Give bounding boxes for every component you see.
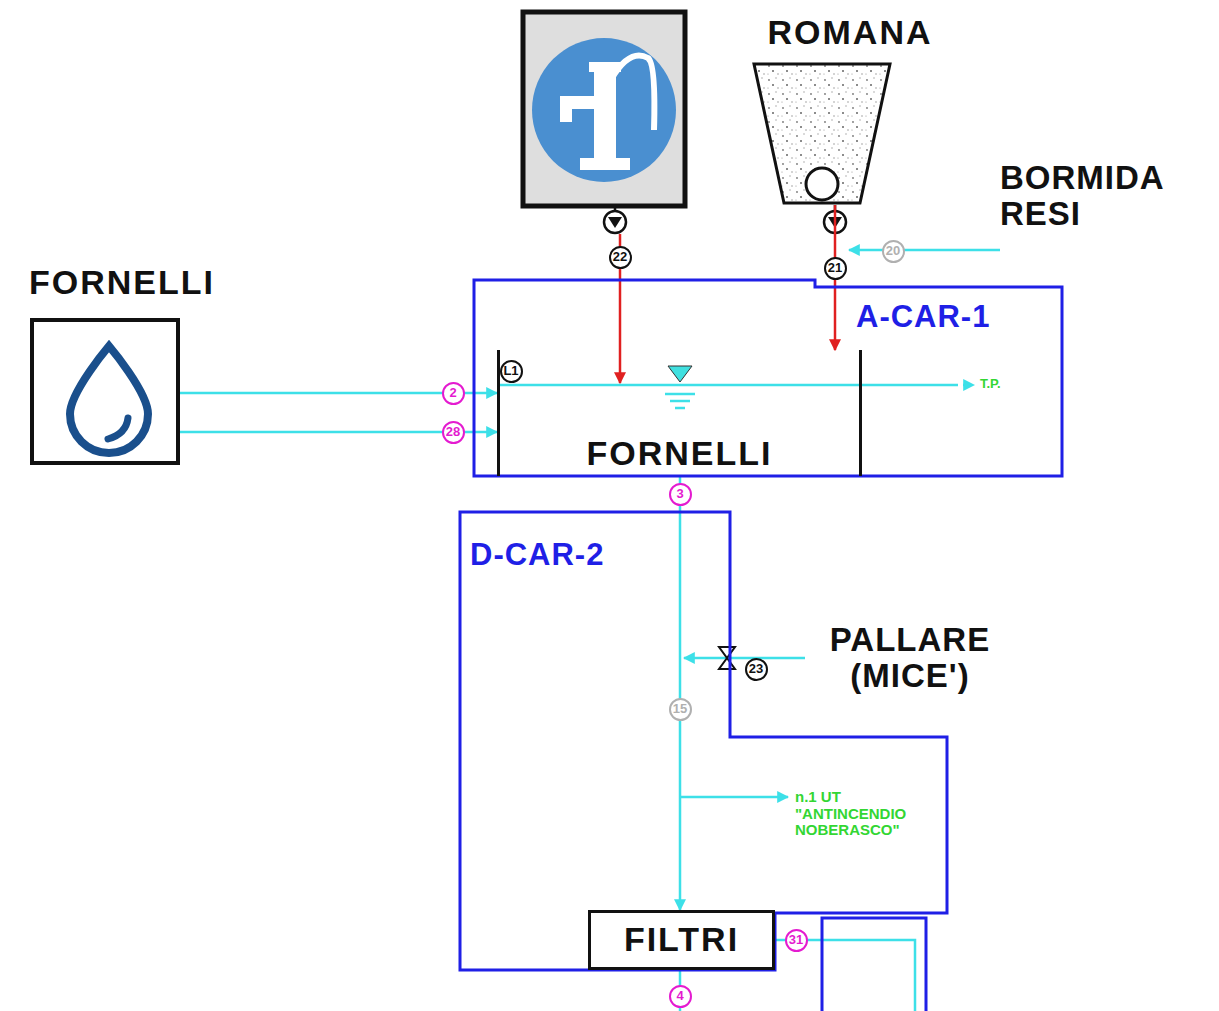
node-label: D-CAR-2 <box>470 538 604 572</box>
pump-box <box>523 12 685 206</box>
pump-handle <box>612 56 654 131</box>
pump-icon-circle <box>532 38 676 182</box>
source-box: FORNELLI <box>30 318 180 465</box>
hopper-outline <box>754 64 890 203</box>
next-region-outline <box>822 918 926 1011</box>
node-label: FORNELLI <box>587 435 773 472</box>
drop-icon-highlight <box>108 418 128 439</box>
pump-spout-tip <box>560 96 572 122</box>
pallare-line <box>684 657 805 660</box>
callout-number: 31 <box>785 929 808 952</box>
region-outline <box>474 280 1062 476</box>
region-area: A-CAR-1FORNELLI <box>472 278 1064 478</box>
node-label: FILTRI <box>624 921 739 958</box>
annotation-text: T.P. <box>980 377 1001 391</box>
callout-number: 22 <box>609 246 632 269</box>
pump-icon <box>560 56 654 171</box>
water-level-symbol <box>668 366 692 382</box>
annotation-text: PALLARE (MICE') <box>798 622 1022 695</box>
water-level-mark <box>670 400 690 403</box>
hopper-outlet <box>806 168 838 200</box>
drop-icon <box>70 346 148 453</box>
callout-number: 4 <box>669 985 692 1008</box>
node-label: ROMANA <box>768 14 933 51</box>
callout-number: 3 <box>669 483 692 506</box>
node-label: FORNELLI <box>29 264 215 301</box>
check-valve <box>604 211 626 233</box>
overflow-line <box>950 384 974 387</box>
pump-base <box>580 158 630 170</box>
tank: FORNELLI <box>497 350 862 476</box>
hopper: ROMANA <box>752 62 892 205</box>
callout-number: 20 <box>882 240 905 263</box>
water-level-mark <box>675 407 685 410</box>
node-outline <box>752 62 892 205</box>
bormida-line <box>849 249 1000 252</box>
annotation-text: n.1 UT "ANTINCENDIO NOBERASCO" <box>795 789 945 839</box>
antincendio-line <box>680 796 788 799</box>
callout-number: 23 <box>745 658 768 681</box>
callout-number: L1 <box>500 360 523 383</box>
filter-box: FILTRI <box>588 910 775 970</box>
node-label: A-CAR-1 <box>856 300 990 334</box>
pump-column <box>594 70 616 160</box>
node-outline <box>34 322 176 461</box>
pipe-connector <box>679 476 682 910</box>
callout-number: 21 <box>824 257 847 280</box>
callout-number: 28 <box>442 421 465 444</box>
node-outline <box>458 510 949 972</box>
water-level-line <box>500 384 950 387</box>
annotation-text: BORMIDA RESI <box>1000 160 1212 233</box>
callout-number: 15 <box>669 698 692 721</box>
check-valve-arrow <box>608 217 622 228</box>
water-level-mark <box>665 393 695 396</box>
gate-valve <box>719 647 735 669</box>
callout-number: 2 <box>442 382 465 405</box>
region-area: D-CAR-2FILTRI <box>458 510 949 972</box>
region-outline <box>460 512 947 970</box>
